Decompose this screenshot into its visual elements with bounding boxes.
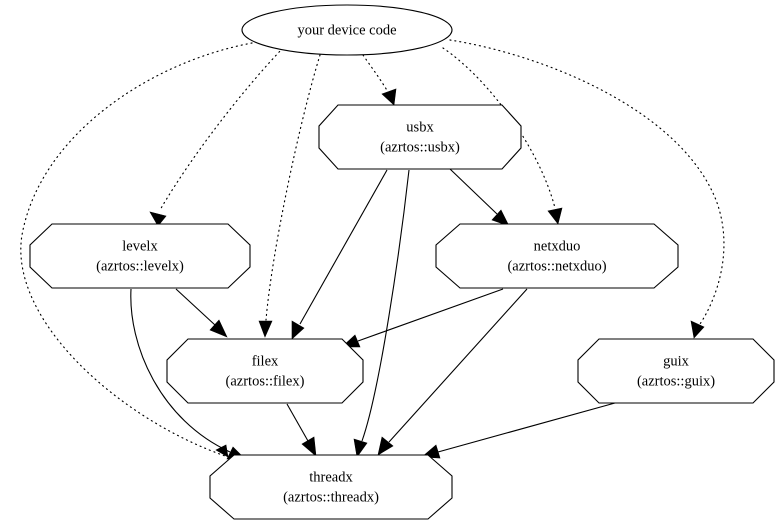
node-label-netxduo-line1: netxduo bbox=[534, 238, 581, 254]
node-label-usbx-line2: (azrtos::usbx) bbox=[380, 139, 460, 155]
node-shape-octagon bbox=[318, 104, 522, 170]
node-label-usbx-line1: usbx bbox=[406, 119, 434, 135]
node-filex[interactable]: filex (azrtos::filex) bbox=[166, 338, 364, 404]
edge-filex-threadx bbox=[286, 403, 317, 457]
edge-device-usbx bbox=[362, 54, 397, 106]
edge-device-levelx bbox=[149, 47, 284, 227]
node-label-levelx-line1: levelx bbox=[122, 238, 158, 254]
edge-netxduo-filex bbox=[341, 288, 504, 348]
edge-device-netxduo bbox=[442, 47, 563, 225]
node-label-levelx-line2: (azrtos::levelx) bbox=[96, 258, 184, 274]
node-label-device-line1: your device code bbox=[297, 22, 396, 38]
node-usbx[interactable]: usbx (azrtos::usbx) bbox=[318, 104, 522, 170]
node-netxduo[interactable]: netxduo (azrtos::netxduo) bbox=[435, 223, 679, 289]
node-label-filex-line1: filex bbox=[252, 353, 279, 369]
node-shape-octagon bbox=[166, 338, 364, 404]
node-threadx[interactable]: threadx (azrtos::threadx) bbox=[209, 454, 453, 520]
edge-usbx-netxduo bbox=[449, 168, 510, 227]
node-shape-octagon bbox=[209, 454, 453, 520]
node-shape-ellipse bbox=[241, 4, 453, 56]
node-label-threadx-line2: (azrtos::threadx) bbox=[283, 489, 379, 505]
edge-device-filex bbox=[258, 54, 321, 338]
node-shape-octagon bbox=[577, 338, 775, 404]
edge-device-guix bbox=[449, 39, 725, 339]
node-shape-octagon bbox=[29, 223, 251, 289]
node-label-guix-line1: guix bbox=[663, 353, 690, 369]
node-shape-octagon bbox=[435, 223, 679, 289]
node-your-device-code[interactable]: your device code bbox=[241, 4, 453, 56]
node-guix[interactable]: guix (azrtos::guix) bbox=[577, 338, 775, 404]
edge-guix-threadx bbox=[421, 402, 616, 459]
node-layer: your device code usbx (azrtos::usbx) lev… bbox=[29, 4, 775, 520]
node-label-filex-line2: (azrtos::filex) bbox=[226, 373, 305, 389]
edge-levelx-filex bbox=[175, 288, 228, 338]
edge-usbx-filex bbox=[291, 169, 388, 340]
node-label-netxduo-line2: (azrtos::netxduo) bbox=[507, 258, 606, 274]
node-label-threadx-line1: threadx bbox=[309, 469, 353, 485]
node-label-guix-line2: (azrtos::guix) bbox=[637, 373, 715, 389]
edge-netxduo-threadx bbox=[377, 288, 528, 456]
edge-layer bbox=[20, 39, 725, 460]
edge-usbx-threadx bbox=[353, 169, 410, 458]
node-levelx[interactable]: levelx (azrtos::levelx) bbox=[29, 223, 251, 289]
